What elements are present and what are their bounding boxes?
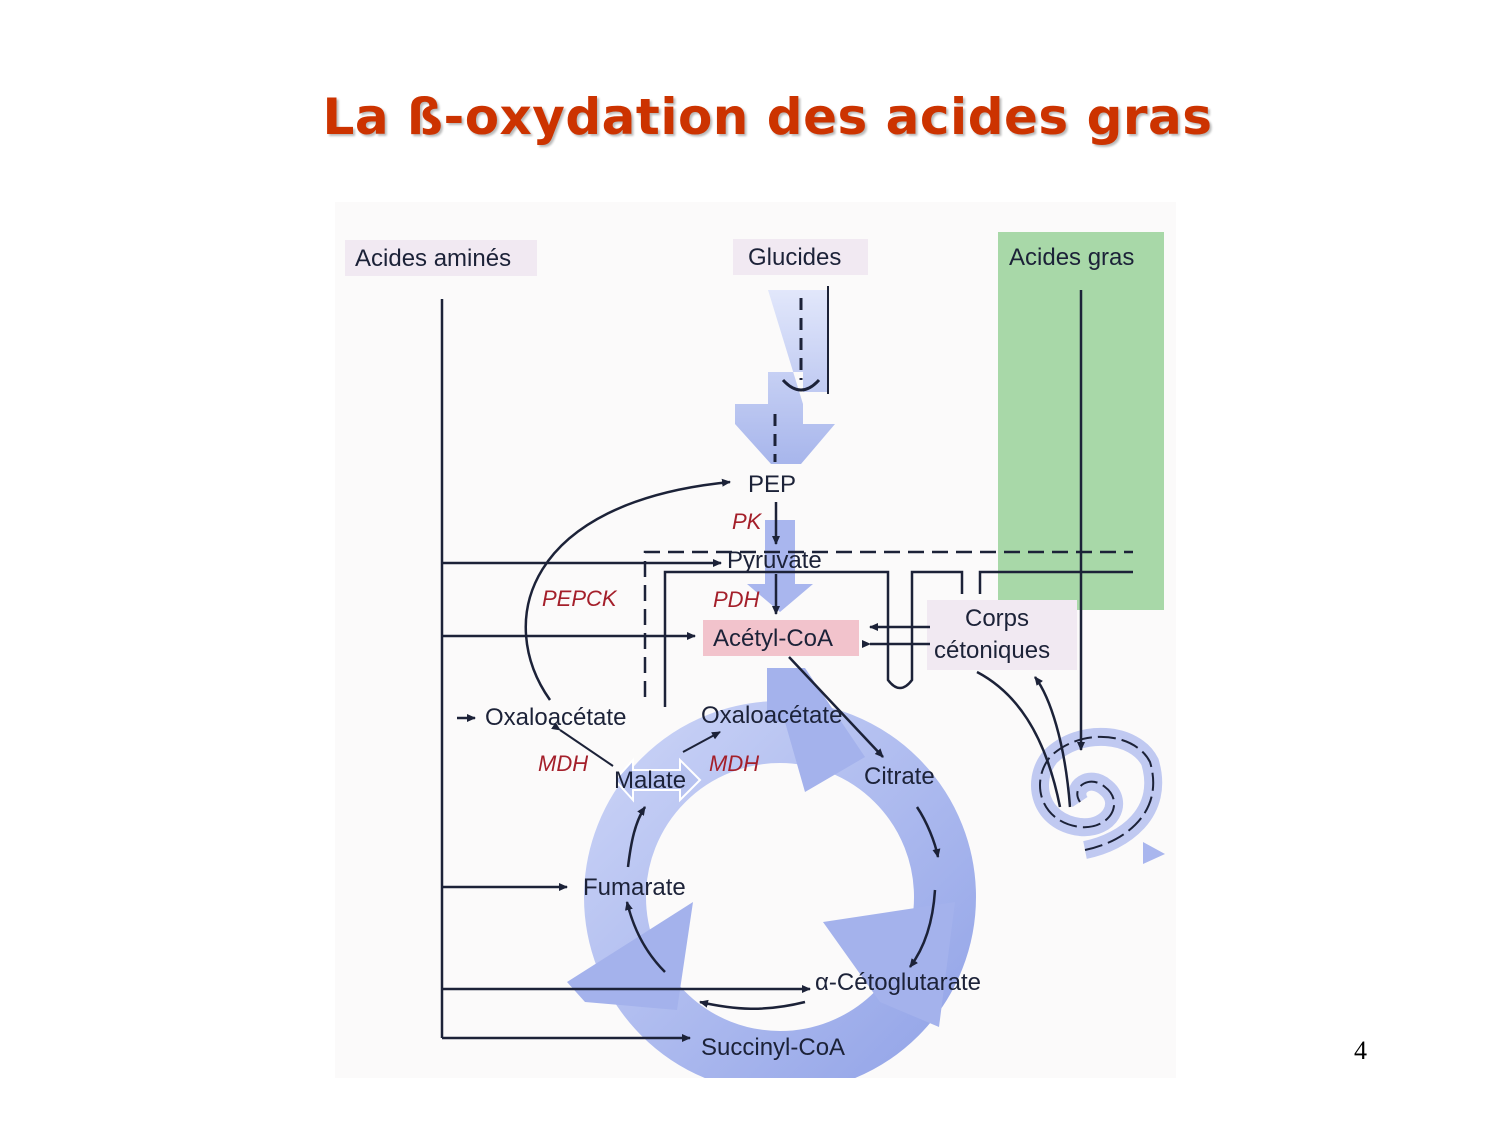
malate-transport-arrow <box>613 757 702 803</box>
enzyme-pk: PK <box>732 509 763 534</box>
enzyme-mdh-left: MDH <box>538 751 588 776</box>
spiral-to-ketone-2 <box>1033 676 1072 808</box>
fumarate-to-malate <box>626 806 647 868</box>
label-succinyl-coa: Succinyl-CoA <box>701 1034 845 1061</box>
metabolism-diagram: Acides aminés Glucides Acides gras PEP P… <box>345 232 1165 1078</box>
glycolysis-hook <box>781 378 821 392</box>
label-pyruvate: Pyruvate <box>727 547 822 574</box>
succinyl-to-fumarate <box>624 901 666 973</box>
glycolysis-arrow <box>735 290 835 464</box>
malate-to-oxalo <box>682 731 721 753</box>
pepck-arrow <box>524 478 731 701</box>
citrate-to-ketoglutarate-1 <box>915 806 941 858</box>
label-ketone-line1: Corps <box>965 605 1029 632</box>
beta-oxidation-spiral-line <box>1039 736 1155 851</box>
label-oxaloacetate-cytosol: Oxaloacétate <box>485 704 626 731</box>
label-fatty-acids: Acides gras <box>1009 244 1134 271</box>
tca-ring-arrowhead-left <box>567 902 693 1010</box>
tca-cycle-ring <box>584 701 976 1078</box>
label-carbohydrates: Glucides <box>748 244 841 271</box>
enzyme-pepck: PEPCK <box>542 586 618 611</box>
label-ketone-line2: cétoniques <box>934 637 1050 664</box>
label-oxaloacetate-mito: Oxaloacétate <box>701 702 842 729</box>
label-malate: Malate <box>614 767 686 794</box>
citrate-to-ketoglutarate-2 <box>908 889 937 968</box>
enzyme-mdh-right: MDH <box>709 751 759 776</box>
label-pep: PEP <box>748 471 796 498</box>
spiral-to-ketone-1 <box>976 670 1062 808</box>
label-fumarate: Fumarate <box>583 874 686 901</box>
acetyl-coa-box <box>703 620 859 656</box>
ketoglutarate-to-succinyl <box>699 999 806 1011</box>
tca-ring-arrowhead-bottom-right <box>823 902 955 1027</box>
metabolism-figure: Acides aminés Glucides Acides gras PEP P… <box>335 202 1176 1078</box>
label-citrate: Citrate <box>864 763 935 790</box>
glycolysis-arrow-lower <box>747 520 813 612</box>
amino-acids-label-box <box>345 240 537 276</box>
slide-title: La ß-oxydation des acides gras <box>322 88 1213 146</box>
acetyl-to-citrate <box>788 656 884 758</box>
carbohydrates-label-box <box>733 239 868 275</box>
tca-ring-arrowhead-top <box>767 668 865 792</box>
ketone-bodies-box <box>927 600 1077 670</box>
spiral-arrowhead <box>1143 842 1165 864</box>
label-amino-acids: Acides aminés <box>355 245 511 272</box>
page-number: 4 <box>1354 1036 1367 1065</box>
label-acetyl-coa: Acétyl-CoA <box>713 625 833 652</box>
label-alpha-ketoglutarate: α-Cétoglutarate <box>815 969 981 996</box>
enzyme-pdh: PDH <box>713 587 760 612</box>
oxalo-to-malate <box>551 722 614 767</box>
mito-membrane-dashed <box>643 550 1133 697</box>
